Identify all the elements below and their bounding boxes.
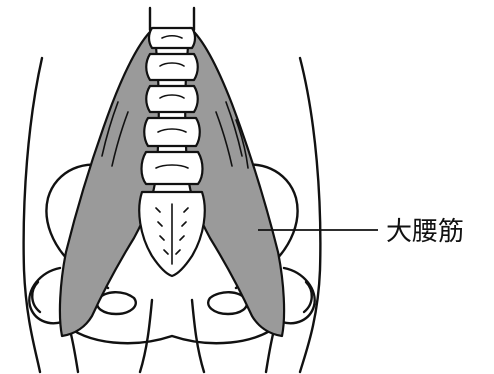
left-femur xyxy=(70,330,78,372)
right-hip-joint xyxy=(304,282,312,312)
pubic-arch-right xyxy=(192,300,204,372)
pubic-arch xyxy=(140,300,152,372)
spine-top xyxy=(150,8,194,30)
muscle-label: 大腰筋 xyxy=(386,217,464,247)
right-femur xyxy=(266,330,274,372)
vertebra-l4 xyxy=(144,118,200,146)
vertebra-l5 xyxy=(142,152,203,184)
body-outline-right xyxy=(300,58,320,372)
vertebra-l2 xyxy=(146,54,198,80)
body-outline-left xyxy=(24,58,42,372)
vertebra-l1 xyxy=(149,28,195,48)
left-hip-joint xyxy=(32,282,40,312)
vertebra-l3 xyxy=(146,86,198,112)
